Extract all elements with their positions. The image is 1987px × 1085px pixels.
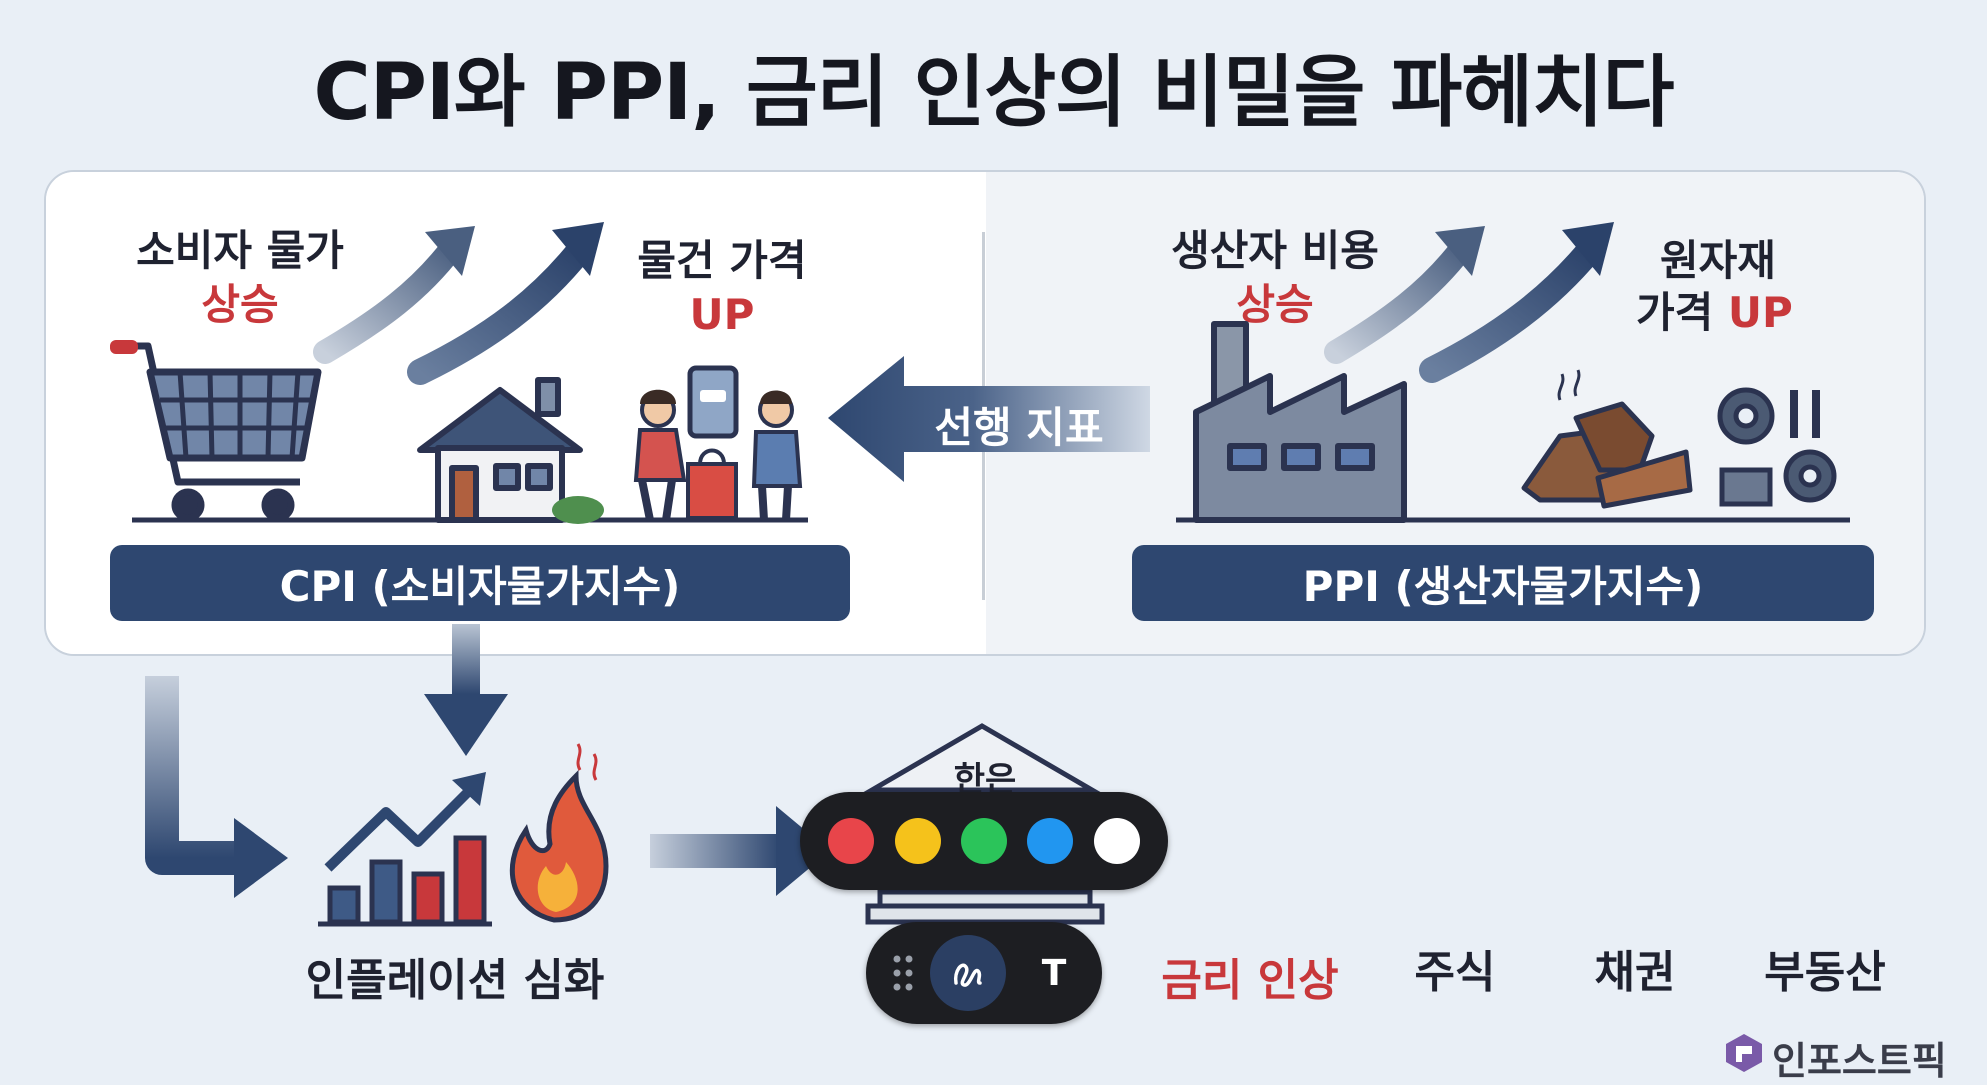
bend-arrow xyxy=(145,676,288,898)
brand-logo-icon xyxy=(1726,1034,1762,1072)
bank-icon xyxy=(862,723,1105,925)
raw-materials-icon xyxy=(1521,369,1693,509)
ppi-banner: PPI (생산자물가지수) xyxy=(1132,545,1874,621)
house-icon xyxy=(417,377,604,524)
brand-logo: 인포스트픽 xyxy=(1724,1028,1964,1083)
draw-icon xyxy=(953,963,982,987)
bonds-label: 채권 xyxy=(1594,947,1676,998)
ppi-banner-text: PPI (생산자물가지수) xyxy=(1302,561,1704,611)
goods-up-label: UP xyxy=(689,290,755,339)
color-swatch-yellow[interactable] xyxy=(894,818,941,864)
raw-materials-label: 원자재 xyxy=(1660,236,1776,285)
color-swatch-white[interactable] xyxy=(1093,818,1140,864)
draw-tool-button[interactable] xyxy=(930,935,1006,1011)
factory-icon xyxy=(1193,321,1407,523)
text-tool-button[interactable]: T xyxy=(1041,952,1067,994)
cpi-rise-arrow-light xyxy=(313,226,475,364)
fire-icon xyxy=(509,743,609,923)
color-swatch-green[interactable] xyxy=(960,818,1007,864)
color-picker xyxy=(800,792,1168,890)
producer-cost-label: 생산자 비용 xyxy=(1171,226,1379,275)
raw-up-label: UP xyxy=(1727,288,1793,337)
shoppers-icon xyxy=(633,365,803,521)
inflation-chart-icon xyxy=(318,772,492,927)
consumer-price-label: 소비자 물가 xyxy=(136,226,344,275)
annotation-toolbar: T xyxy=(866,922,1102,1024)
rate-hike-label: 금리 인상 xyxy=(1161,955,1339,1006)
ppi-rise-arrow-light xyxy=(1324,226,1485,364)
leading-indicator-label: 선행 지표 xyxy=(934,403,1104,452)
real-estate-label: 부동산 xyxy=(1764,947,1886,998)
goods-price-label: 물건 가격 xyxy=(637,236,807,285)
color-swatch-blue[interactable] xyxy=(1027,818,1074,864)
cpi-banner: CPI (소비자물가지수) xyxy=(110,545,850,621)
raw-price-label: 가격 xyxy=(1636,288,1714,337)
cpi-rise-arrow-dark xyxy=(407,222,604,385)
stocks-label: 주식 xyxy=(1414,947,1496,998)
cpi-banner-text: CPI (소비자물가지수) xyxy=(279,561,681,611)
brand-name: 인포스트픽 xyxy=(1772,1039,1947,1083)
consumer-rise-label: 상승 xyxy=(201,280,279,329)
cpi-down-arrow xyxy=(424,624,508,756)
drag-handle-icon[interactable] xyxy=(892,954,914,992)
shopping-cart-icon xyxy=(110,340,322,522)
color-swatch-red[interactable] xyxy=(828,818,875,864)
ppi-rise-arrow-dark xyxy=(1419,222,1614,383)
page-title: CPI와 PPI, 금리 인상의 비밀을 파헤치다 xyxy=(313,48,1674,138)
leading-indicator-arrow xyxy=(828,356,1150,482)
gears-tools-icon xyxy=(1717,387,1837,507)
inflation-label: 인플레이션 심화 xyxy=(305,955,605,1006)
producer-rise-label: 상승 xyxy=(1236,280,1314,329)
raw-price-line: 가격 UP xyxy=(1636,288,1856,337)
